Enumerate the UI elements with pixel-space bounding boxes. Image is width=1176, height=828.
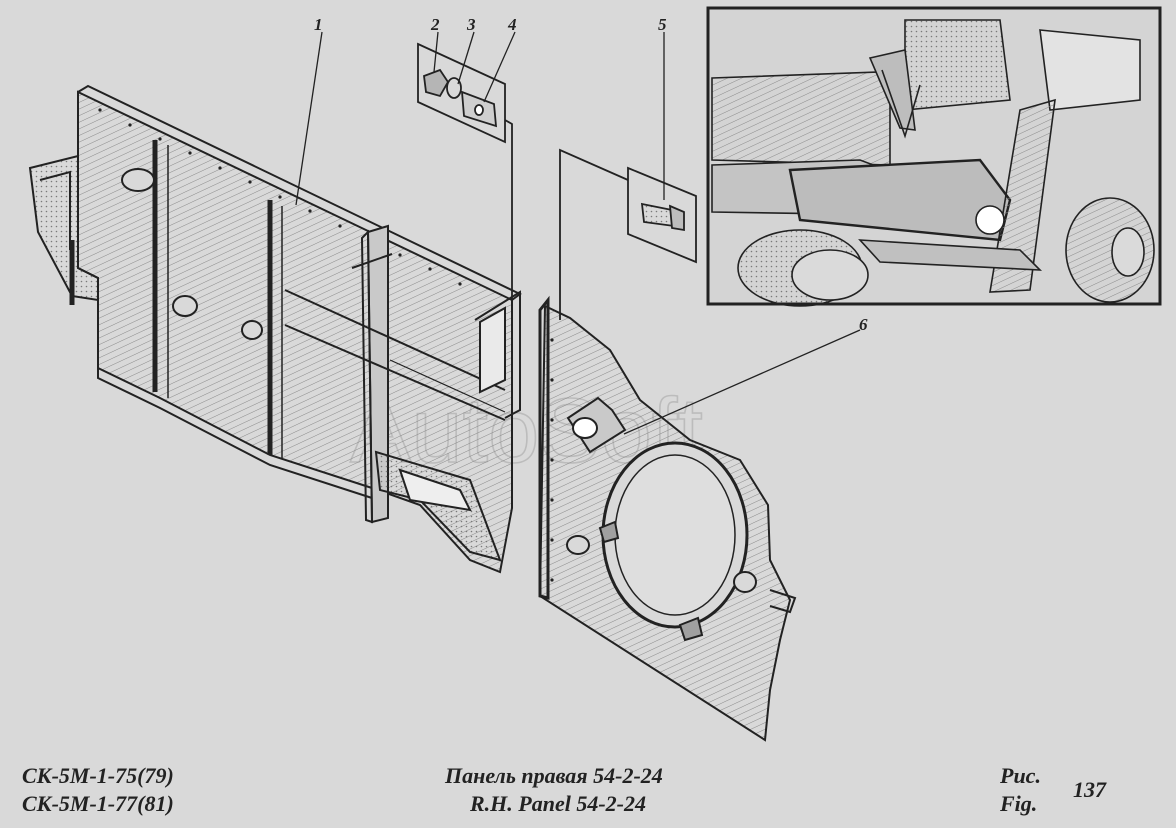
callout-5: 5 (658, 15, 667, 34)
fig-label-en: Fig. (1000, 791, 1038, 816)
bolt-group (559, 148, 697, 320)
model-line-1: СК-5М-1-75(79) (22, 763, 174, 788)
callout-2: 2 (430, 15, 440, 34)
left-panel (28, 84, 522, 574)
title-ru: Панель правая 54-2-24 (445, 763, 663, 788)
callout-4: 4 (507, 15, 517, 34)
callout-3: 3 (466, 15, 476, 34)
leader-lines (295, 31, 861, 435)
callout-1: 1 (314, 15, 323, 34)
callout-6: 6 (859, 315, 868, 334)
model-line-2: СК-5М-1-77(81) (22, 791, 174, 816)
fig-label-ru: Рис. (1000, 763, 1041, 788)
inset-view (706, 6, 1162, 307)
fig-number: 137 (1073, 777, 1106, 802)
fastener-group (417, 42, 513, 300)
right-panel (538, 295, 797, 742)
title-en: R.H. Panel 54-2-24 (470, 791, 646, 816)
